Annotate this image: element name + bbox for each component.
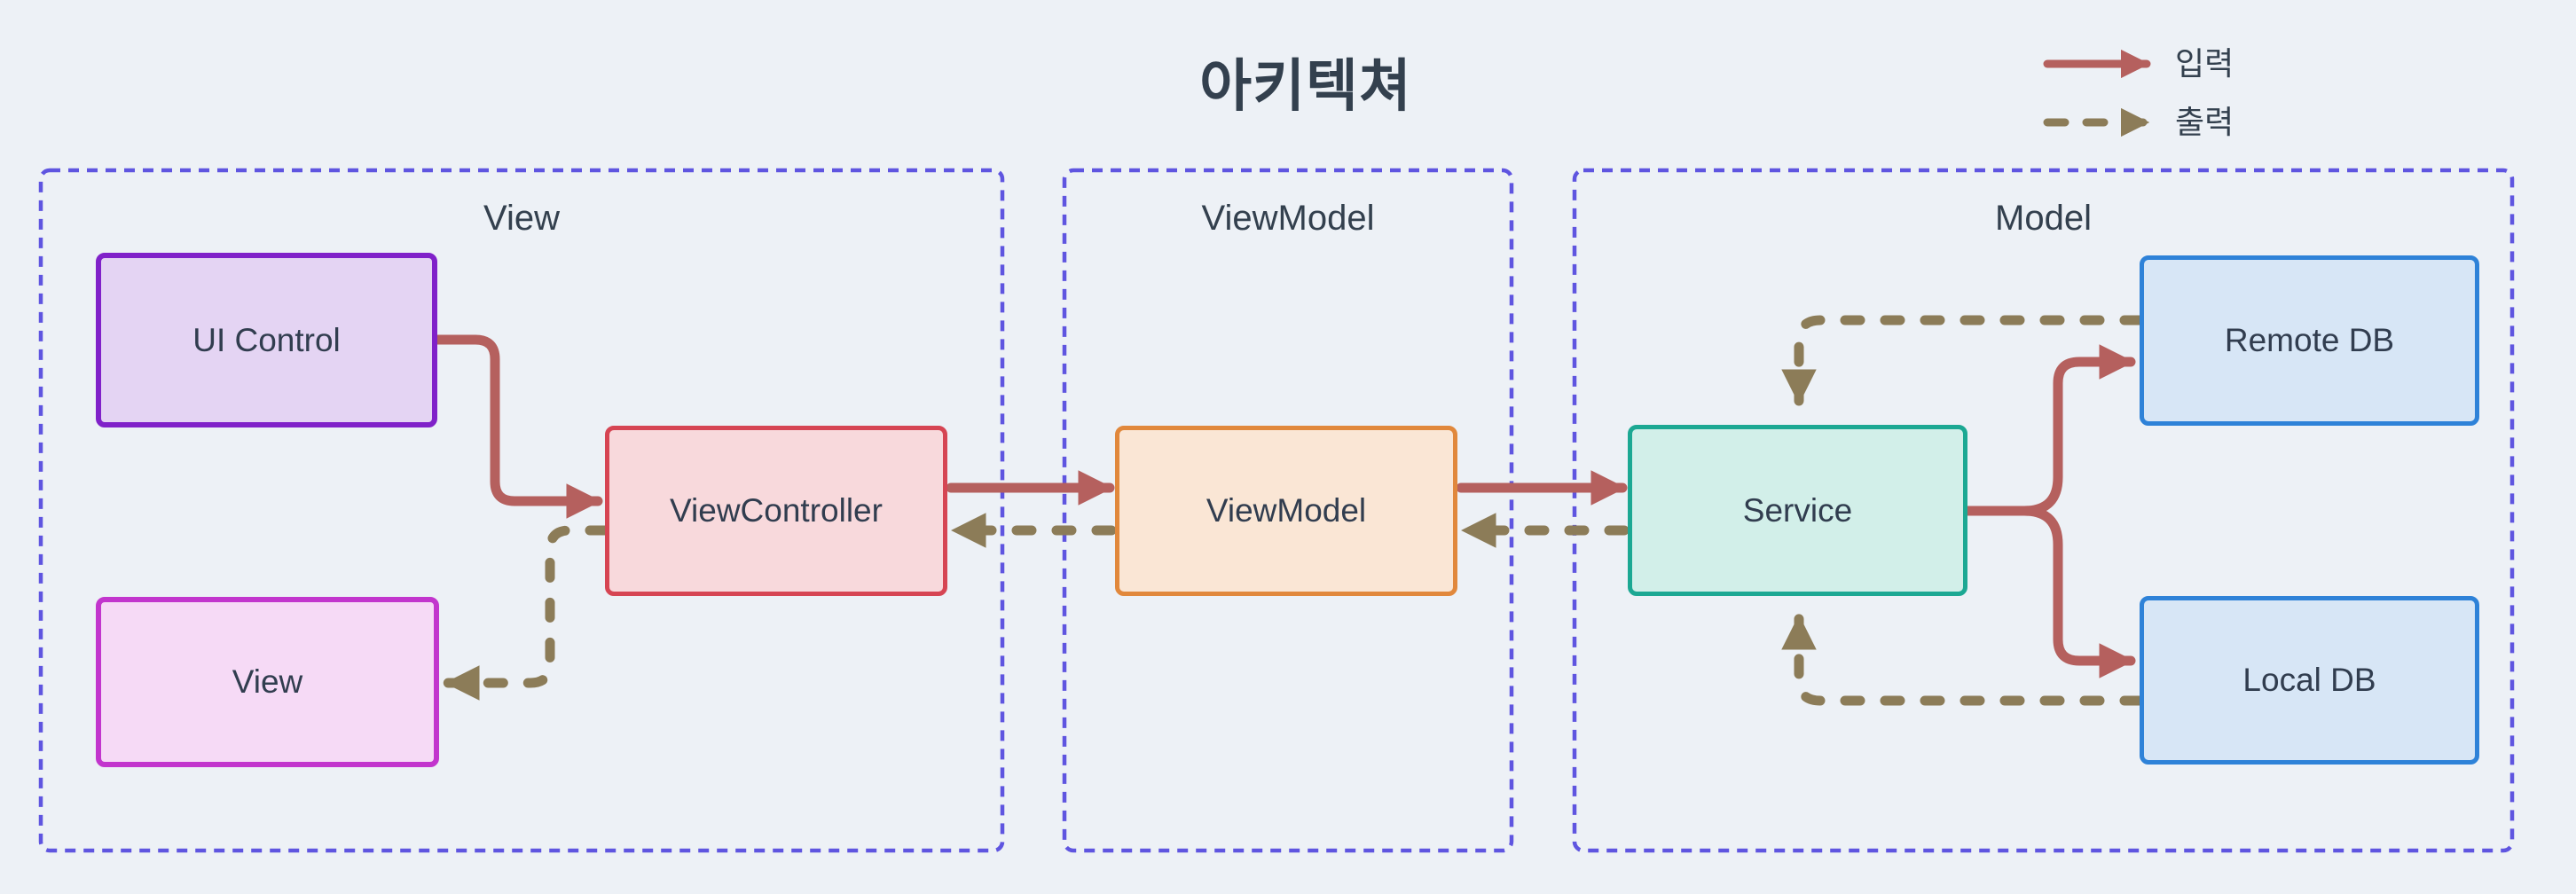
node-view-label: View (232, 663, 303, 700)
legend-input-label: 입력 (2175, 45, 2234, 82)
node-remote-db-label: Remote DB (2224, 322, 2395, 358)
node-view-controller-label: ViewController (670, 492, 883, 529)
arrow-uicontrol-to-viewcontroller (432, 334, 603, 519)
node-remote-db: Remote DB (2140, 255, 2479, 426)
legend-output-label: 출력 (2175, 104, 2234, 140)
arrow-localdb-to-service-dashed (1781, 613, 2145, 706)
section-frame-model (1572, 168, 2515, 853)
arrow-service-to-remotedb (1962, 344, 2136, 516)
section-frame-view (38, 168, 1005, 853)
node-ui-control-label: UI Control (192, 321, 341, 358)
arrow-viewcontroller-to-view-dashed (443, 525, 610, 701)
section-label-model: Model (1995, 199, 2092, 238)
node-view-model-label: ViewModel (1206, 492, 1367, 529)
node-ui-control: UI Control (96, 253, 437, 427)
node-local-db: Local DB (2140, 596, 2479, 765)
node-view-model: ViewModel (1115, 426, 1457, 596)
section-frame-viewmodel (1062, 168, 1514, 853)
node-local-db-label: Local DB (2242, 662, 2376, 698)
arrow-remotedb-to-service-dashed (1781, 315, 2145, 406)
node-view-controller: ViewController (605, 426, 947, 596)
node-service-label: Service (1742, 491, 1853, 529)
node-view: View (96, 597, 439, 767)
arrow-service-to-localdb (1962, 506, 2136, 678)
node-service: Service (1628, 425, 1967, 596)
diagram-title: 아키텍쳐 (1199, 54, 1412, 118)
section-label-view: View (483, 199, 560, 238)
section-label-viewmodel: ViewModel (1201, 199, 1375, 238)
